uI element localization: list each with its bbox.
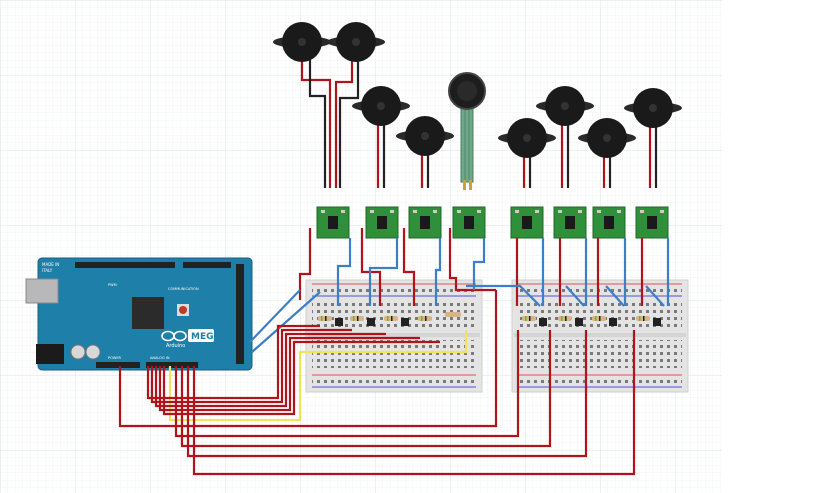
arduino-mega-board: MADE IN ITALY COMMUNICATION POWER ANALOG… [25, 257, 253, 371]
board-name-label: MEGA [191, 332, 220, 342]
microcontroller-chip [132, 297, 164, 329]
module-8 [635, 206, 669, 239]
buzzer-2 [327, 22, 385, 62]
breadboard-right [511, 279, 689, 393]
brand-label: Arduino [166, 343, 185, 349]
module-5 [510, 206, 544, 239]
module-2 [365, 206, 399, 239]
force-sensitive-resistor [448, 72, 486, 190]
pwm-label: PWM [108, 283, 117, 287]
power-label: POWER [108, 356, 122, 360]
buzzer-5 [498, 118, 556, 158]
buzzer-6 [536, 86, 594, 126]
buzzer-7 [578, 118, 636, 158]
arduino-logo-icon [161, 330, 187, 342]
analog-in-label: ANALOG IN [150, 356, 170, 360]
breadboard-left [305, 279, 483, 393]
buzzer-wires [300, 58, 658, 188]
made-in-label: MADE IN [42, 262, 59, 267]
country-label: ITALY [42, 268, 53, 273]
buzzer-4 [396, 116, 454, 156]
power-jack [36, 344, 64, 364]
module-7 [592, 206, 626, 239]
module-4 [452, 206, 486, 239]
communication-label: COMMUNICATION [168, 287, 199, 291]
module-6 [553, 206, 587, 239]
buzzer-3 [352, 86, 410, 126]
sensor-modules [316, 206, 669, 239]
arduino-wires [118, 290, 636, 476]
usb-port [25, 278, 59, 304]
buzzer-8 [624, 88, 682, 128]
module-wires [249, 228, 670, 353]
resistors [318, 312, 661, 326]
module-3 [408, 206, 442, 239]
module-1 [316, 206, 350, 239]
buzzer-1 [273, 22, 331, 62]
